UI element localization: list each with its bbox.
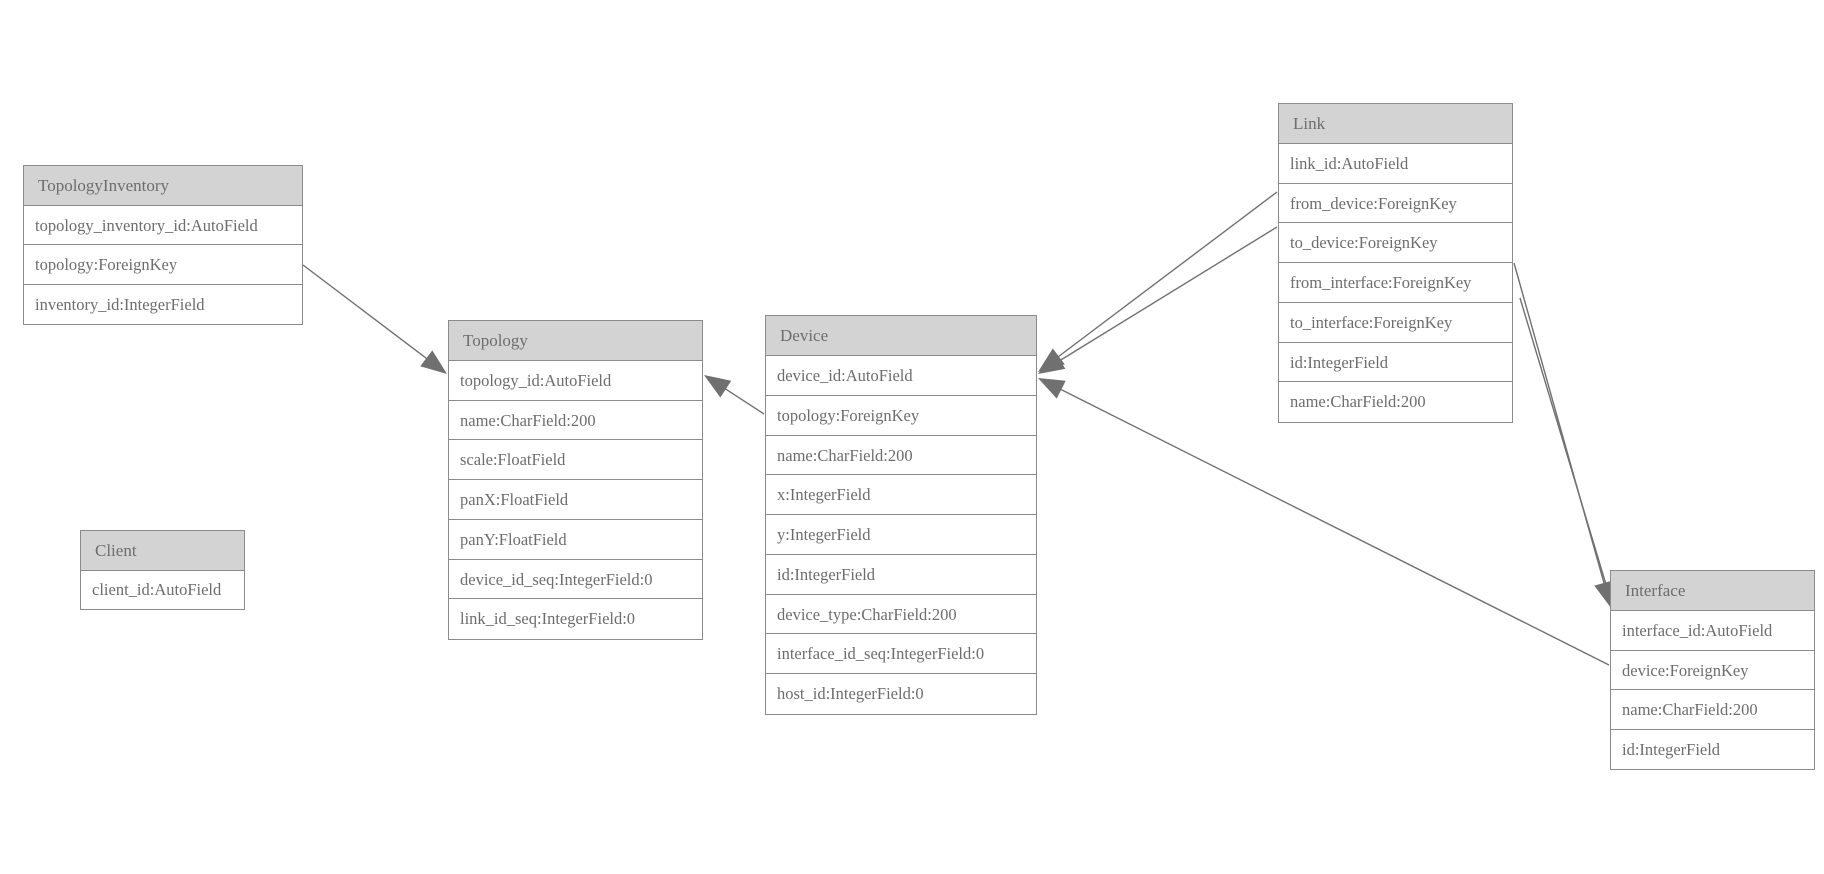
entity-field: interface_id_seq:IntegerField:0 (766, 634, 1036, 675)
entity-field: from_interface:ForeignKey (1279, 263, 1512, 303)
entity-field: to_interface:ForeignKey (1279, 302, 1512, 343)
entity-field: topology:ForeignKey (24, 245, 302, 285)
entity-field: device_id:AutoField (766, 356, 1036, 396)
entity-field: topology:ForeignKey (766, 395, 1036, 436)
relationship-line (1051, 226, 1278, 367)
entity-title-link: Link (1279, 104, 1512, 144)
entity-field: name:CharField:200 (766, 435, 1036, 476)
entity-field: interface_id:AutoField (1611, 611, 1814, 651)
entity-title-topology-inventory: TopologyInventory (24, 166, 302, 206)
relationship-arrowhead (704, 375, 732, 398)
entity-field: y:IntegerField (766, 515, 1036, 555)
entity-field: name:CharField:200 (1611, 690, 1814, 730)
entity-field: panY:FloatField (449, 519, 702, 560)
entity-field: device:ForeignKey (1611, 650, 1814, 690)
entity-field: panX:FloatField (449, 480, 702, 520)
entity-title-device: Device (766, 316, 1036, 356)
entity-field: name:CharField:200 (449, 400, 702, 441)
edge-link-frominterface-interface (1513, 262, 1614, 608)
entity-field: id:IntegerField (1279, 342, 1512, 383)
relationship-line (1519, 297, 1611, 596)
entity-field: inventory_id:IntegerField (24, 284, 302, 324)
relationship-line (302, 264, 435, 365)
entity-field: id:IntegerField (766, 554, 1036, 595)
entity-field: name:CharField:200 (1279, 382, 1512, 422)
entity-field: host_id:IntegerField:0 (766, 674, 1036, 714)
entity-title-topology: Topology (449, 321, 702, 361)
entity-fields-client: client_id:AutoField (81, 571, 244, 609)
entity-field: client_id:AutoField (81, 571, 244, 609)
relationship-arrowhead (420, 350, 447, 374)
entity-title-client: Client (81, 531, 244, 571)
relationship-line (1051, 384, 1610, 666)
entity-field: link_id:AutoField (1279, 144, 1512, 184)
edge-link-fromdevice-device (1038, 191, 1278, 372)
relationship-line (1513, 262, 1608, 593)
entity-field: x:IntegerField (766, 475, 1036, 516)
relationship-line (1050, 191, 1278, 363)
entity-field: scale:FloatField (449, 440, 702, 481)
entity-field: id:IntegerField (1611, 729, 1814, 769)
edge-device-topology (704, 375, 765, 415)
entity-field: device_id_seq:IntegerField:0 (449, 559, 702, 600)
entity-field: topology_id:AutoField (449, 361, 702, 401)
entity-field: from_device:ForeignKey (1279, 183, 1512, 224)
edge-topologyinventory-topology (302, 264, 447, 374)
entity-field: to_device:ForeignKey (1279, 223, 1512, 264)
entity-field: topology_inventory_id:AutoField (24, 206, 302, 246)
relationship-arrowhead (1038, 351, 1066, 374)
relationship-arrowhead (1038, 348, 1065, 372)
edge-link-todevice-device (1038, 226, 1278, 374)
entity-field: link_id_seq:IntegerField:0 (449, 599, 702, 639)
relationship-line (717, 383, 765, 415)
entity-title-interface: Interface (1611, 571, 1814, 611)
entity-field: device_type:CharField:200 (766, 594, 1036, 635)
relationship-arrowhead (1038, 378, 1066, 399)
edge-link-tointerface-interface (1519, 297, 1617, 611)
